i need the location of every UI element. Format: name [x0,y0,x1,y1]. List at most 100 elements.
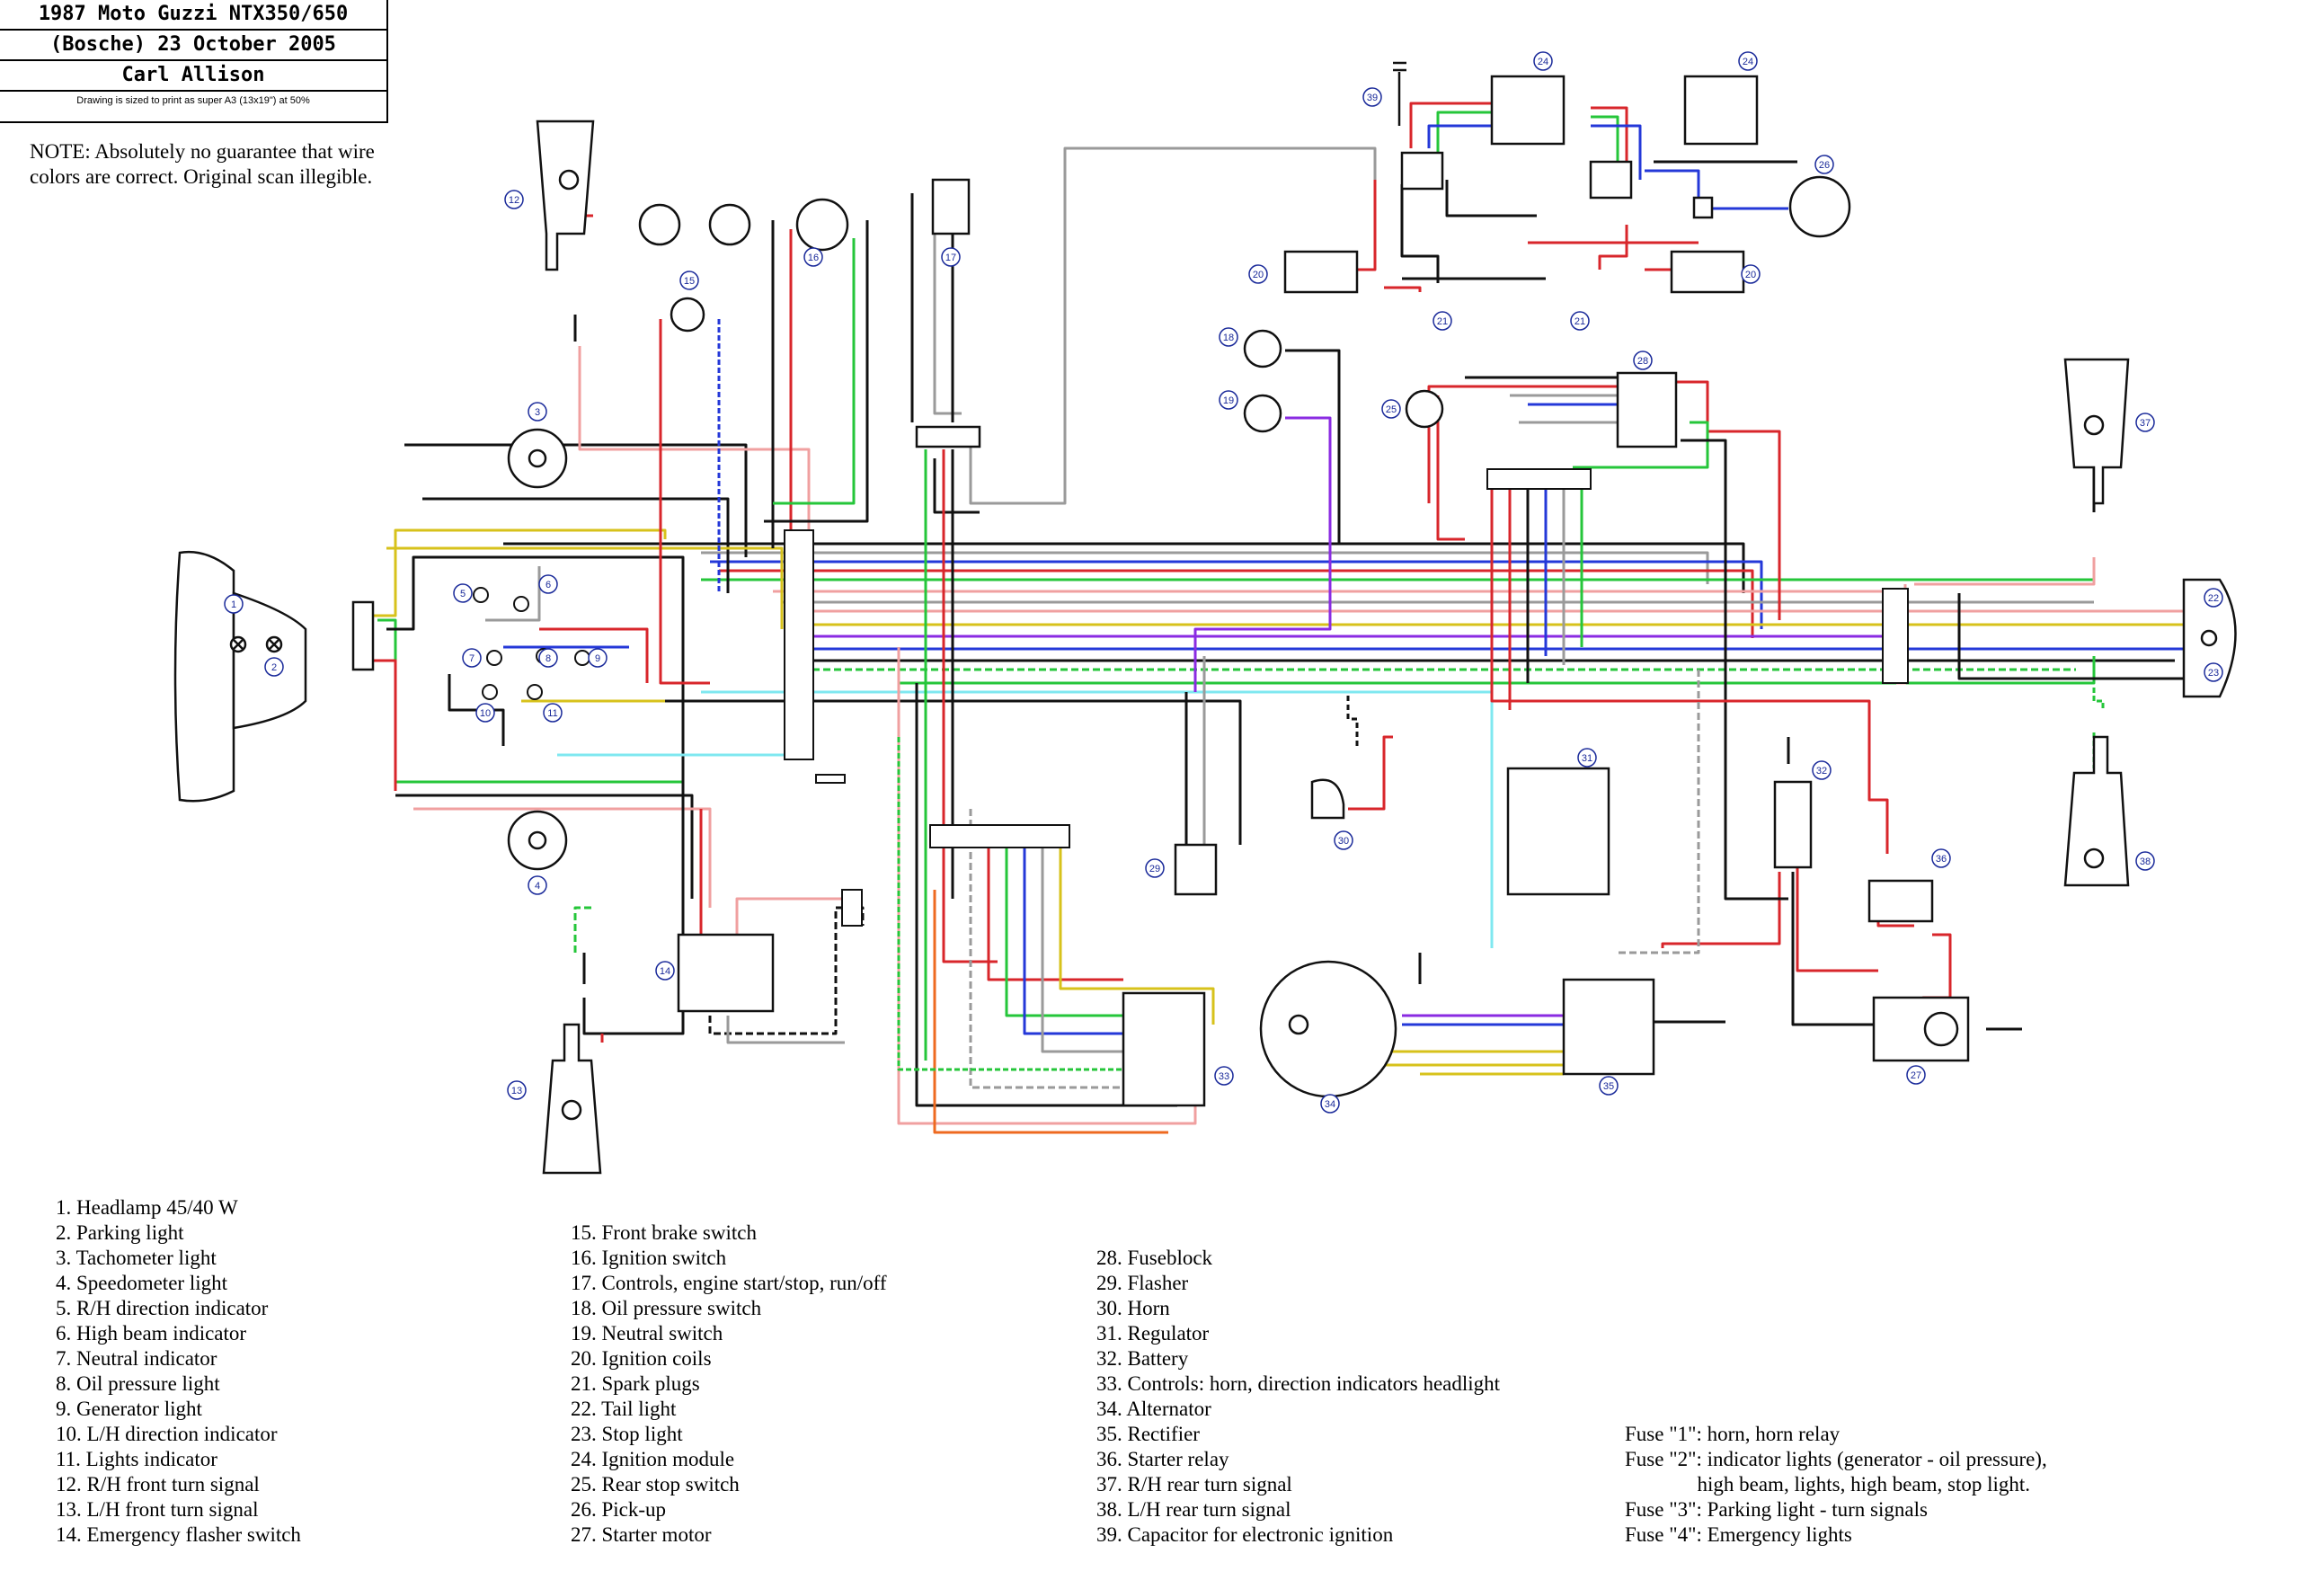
wire-green-7 [1436,111,1492,153]
component-tag-32: 32 [1812,760,1832,780]
title-line-3: Carl Allison [0,61,386,92]
title-block: 1987 Moto Guzzi NTX350/650 (Bosche) 23 O… [0,0,388,123]
legend-item: 3. Tachometer light [56,1247,217,1269]
wire-yellow-2 [359,528,667,617]
component-tag-20: 20 [1248,264,1268,284]
legend-item: 12. R/H front turn signal [56,1473,260,1496]
component-tag-17: 17 [941,247,961,267]
wire-red-4 [359,659,397,791]
component-tag-28: 28 [1633,351,1653,370]
component-tag-39: 39 [1362,87,1382,107]
ignition-switch [638,198,849,252]
component-tag-26: 26 [1814,155,1834,174]
legend-item: 21. Spark plugs [571,1372,700,1395]
wire-black-1 [503,542,1745,593]
svg-text:3: 3 [535,407,540,418]
wire-blue-6 [1591,124,1642,180]
wire-red-24 [1661,872,1781,948]
wire-green-dashed-2 [897,737,1123,1071]
component-tag-10: 10 [475,703,495,723]
svg-text:11: 11 [547,708,557,719]
title-line-2: (Bosche) 23 October 2005 [0,31,386,61]
speedometer-light [507,810,568,871]
svg-text:32: 32 [1816,766,1827,777]
controls-horn-indicators [1122,991,1206,1107]
wire-black-7 [386,555,685,971]
wire-red-8 [942,449,998,963]
fuse-note: Fuse "4": Emergency lights [1625,1523,1852,1546]
wire-yellow-6 [1364,1029,1574,1061]
alternator [1259,960,1397,1098]
wire-black-11 [764,220,869,523]
wire-blue-1 [710,560,1763,629]
svg-text:34: 34 [1325,1099,1335,1110]
svg-text:6: 6 [546,580,551,590]
wire-black-29 [1791,872,1878,1026]
wire-red-23 [1436,395,1465,541]
disclaimer-note: NOTE: Absolutely no guarantee that wire … [30,140,375,188]
wire-green-8 [1591,115,1619,180]
component-tag-23: 23 [2204,662,2223,682]
wire-red-14 [1591,106,1628,180]
svg-text:18: 18 [1223,333,1234,343]
wire-gray-dashed [969,809,1132,1089]
svg-text:20: 20 [1253,270,1264,280]
wire-black-dashed [708,906,865,1035]
svg-text:30: 30 [1338,836,1349,847]
wire-black-3 [566,699,1242,845]
wire-red-2 [539,627,649,683]
svg-text:39: 39 [1367,93,1378,103]
legend-item: 16. Ignition switch [571,1247,727,1269]
legend-item: 25. Rear stop switch [571,1473,740,1496]
wire-red-25 [1796,863,1878,972]
wire-gray-dashed-2 [1618,670,1700,954]
legend-item: 29. Flasher [1096,1272,1189,1294]
svg-text:29: 29 [1149,864,1160,874]
component-tag-24: 24 [1533,51,1553,71]
title-line-1: 1987 Moto Guzzi NTX350/650 [0,0,386,31]
legend-item: 27. Starter motor [571,1523,712,1546]
component-tag-9: 9 [588,648,608,668]
svg-text:26: 26 [1819,160,1830,171]
wire-red-19 [1427,385,1618,503]
component-tag-38: 38 [2135,851,2155,871]
component-tag-20: 20 [1741,264,1761,284]
component-tag-31: 31 [1577,748,1597,768]
component-tag-12: 12 [504,190,524,209]
wire-red-15 [1598,225,1628,270]
wire-black-22 [1445,180,1537,217]
wire-black-20 [1285,349,1341,544]
component-tag-8: 8 [538,648,558,668]
wire-cyan-1 [701,690,1494,948]
fuseblock [1616,371,1678,448]
svg-text:37: 37 [2140,418,2151,429]
legend-item: 35. Rectifier [1096,1423,1200,1445]
wire-blue-5 [1427,124,1492,148]
legend-item: 39. Capacitor for electronic ignition [1096,1523,1394,1546]
wire-green-6 [1005,845,1132,1017]
wire-red-6 [659,319,710,685]
svg-text:22: 22 [2208,593,2219,604]
starter-relay [1867,879,1934,923]
svg-text:21: 21 [1574,316,1585,327]
wire-purple-2 [1193,416,1332,692]
wire-black-17 [915,683,1177,1107]
controls-engine-start-stop [915,178,981,448]
wire-green-9 [1573,421,1709,469]
component-tag-11: 11 [543,703,563,723]
component-tag-2: 2 [264,657,284,677]
component-tag-3: 3 [528,402,547,422]
wire-black-5 [422,497,730,593]
emergency-flasher-switch [677,933,775,1013]
svg-text:8: 8 [546,653,551,664]
wire-gray-6 [1041,845,1150,1053]
wire-orange-1 [933,890,1168,1134]
legend-item: 10. L/H direction indicator [56,1423,278,1445]
ignition-modules [1400,75,1759,200]
starter-motor [1872,996,1970,1062]
component-tag-7: 7 [462,648,482,668]
svg-text:13: 13 [511,1086,522,1096]
